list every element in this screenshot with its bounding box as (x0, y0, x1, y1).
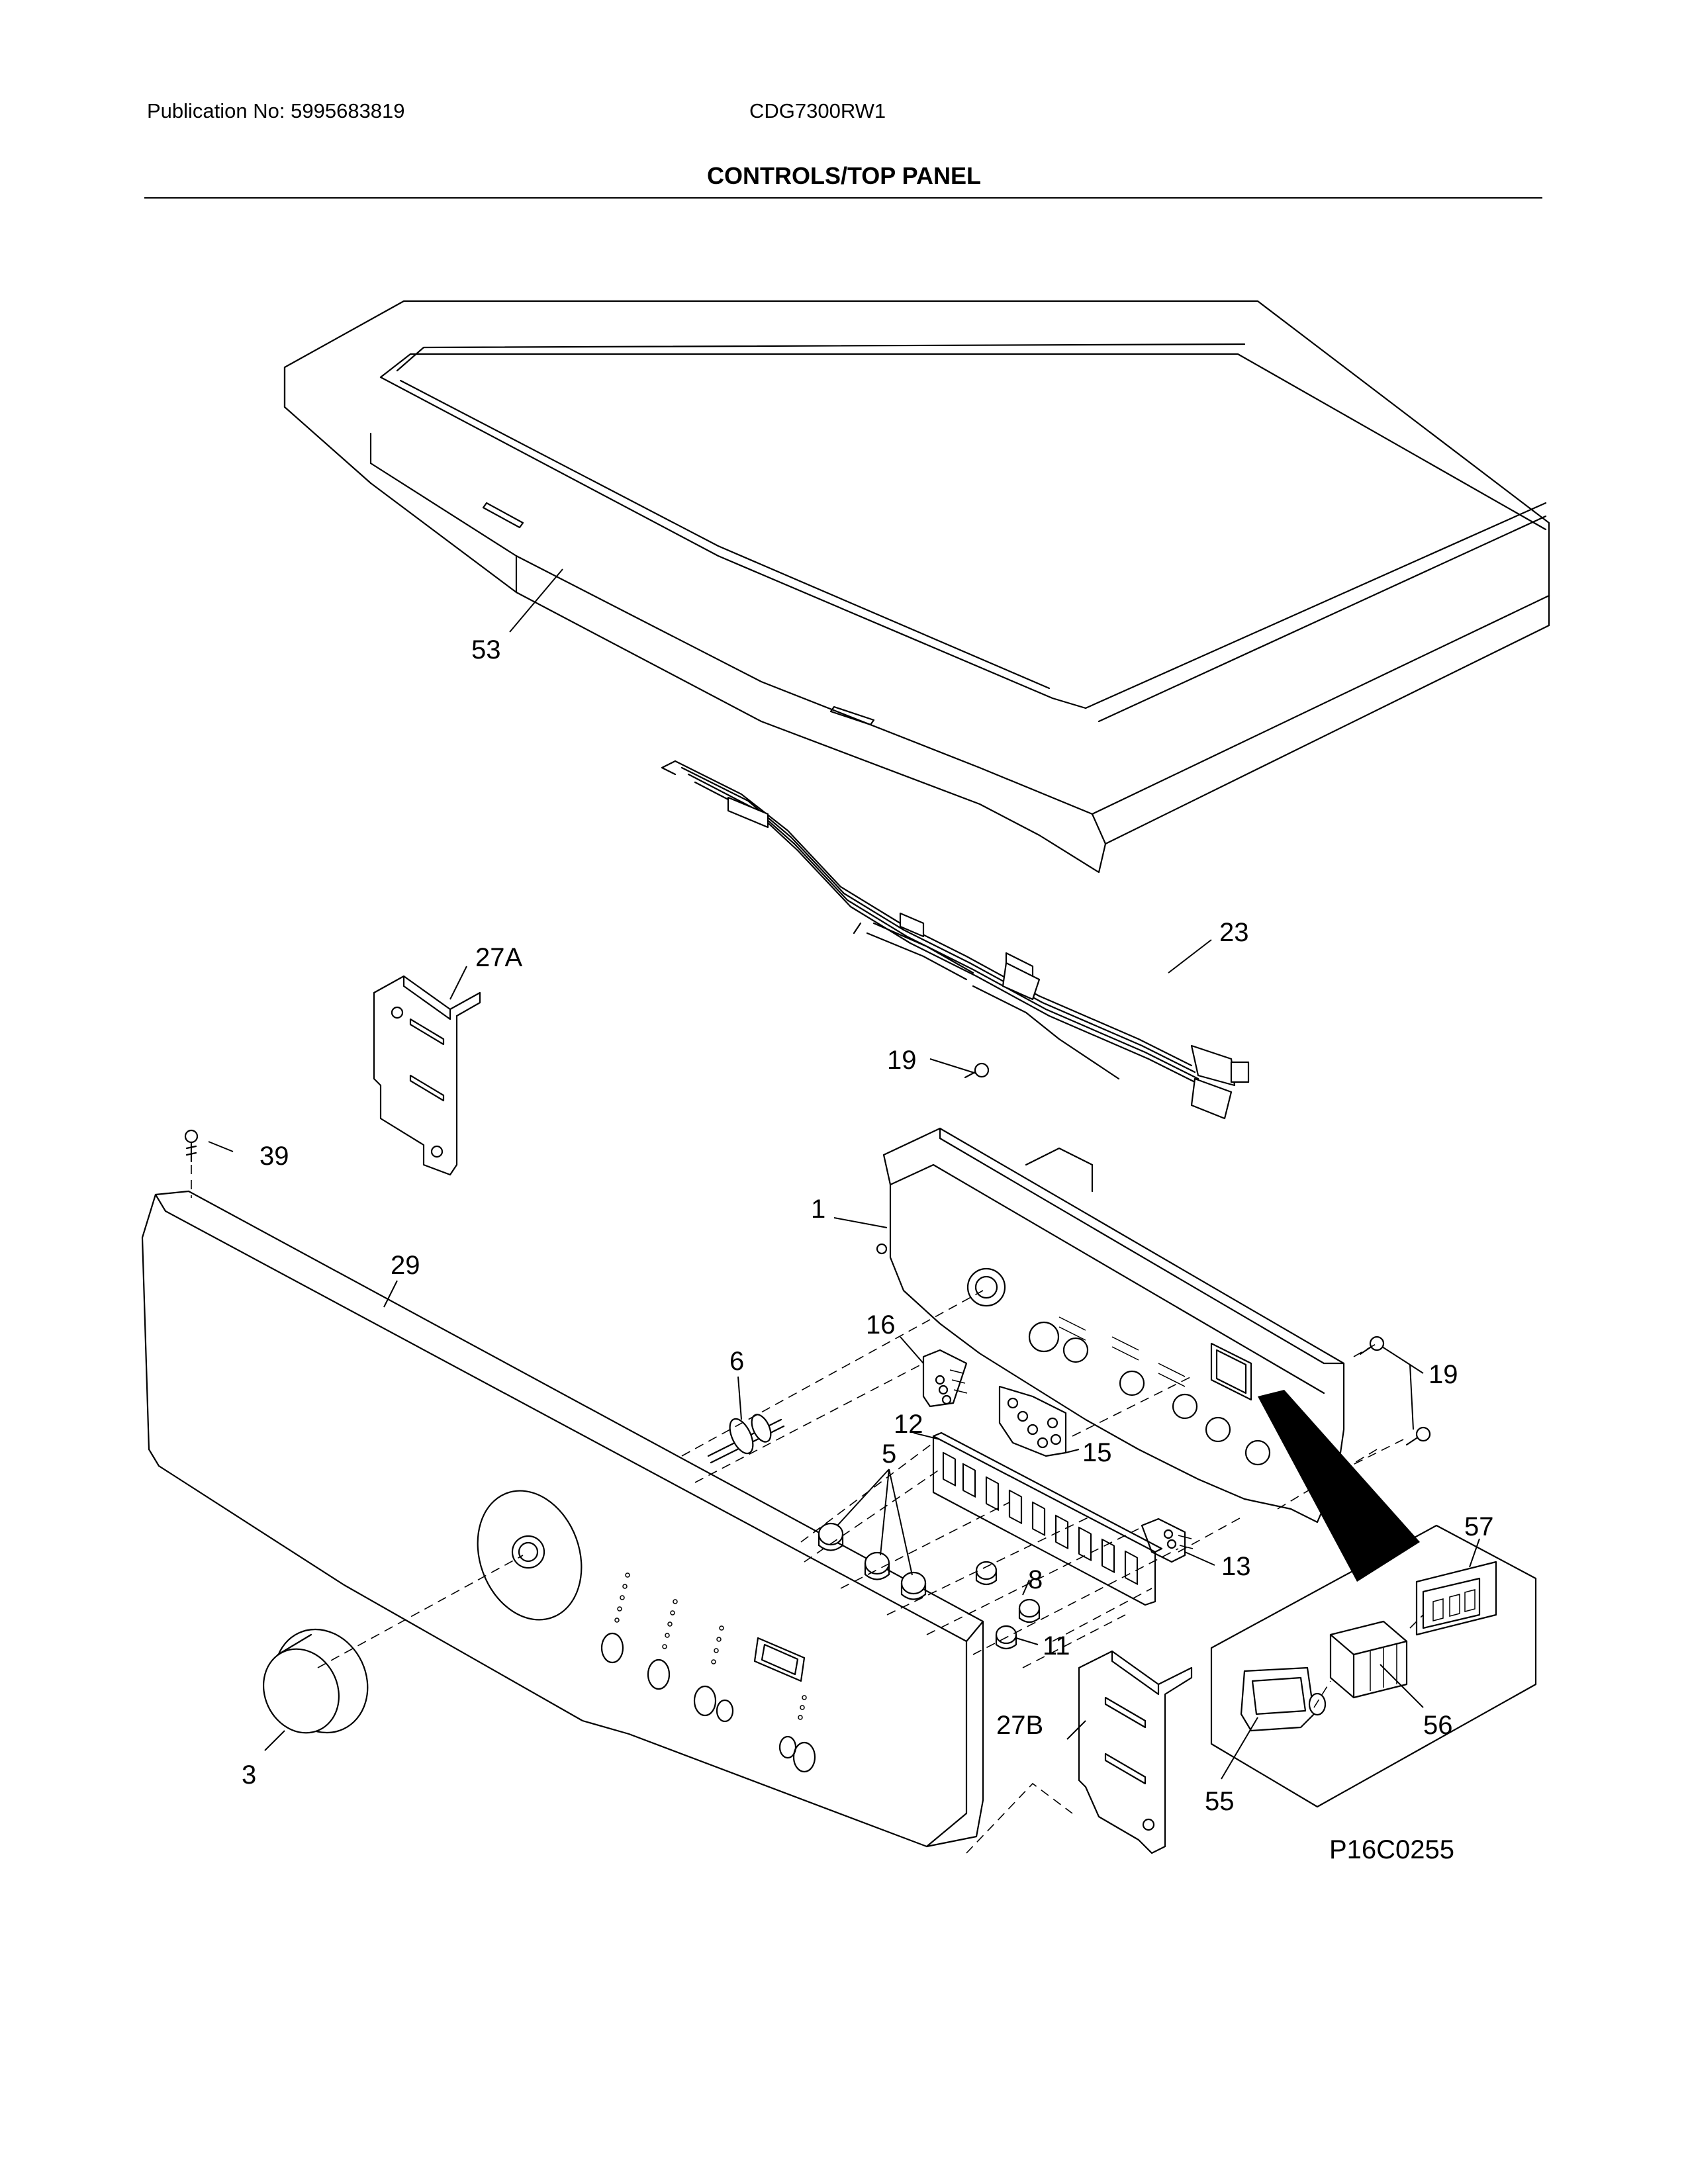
callout-11: 11 (1043, 1631, 1070, 1661)
button-bezel-part (932, 1432, 1163, 1606)
led-holder-16-part (922, 1349, 968, 1408)
wire-harness-part (661, 760, 1250, 1120)
callout-19-top: 19 (887, 1046, 917, 1075)
button-8-part (975, 1561, 1041, 1623)
callout-5: 5 (882, 1439, 896, 1469)
callout-23: 23 (1219, 918, 1249, 947)
callout-16: 16 (866, 1310, 896, 1340)
diagram-code: P16C0255 (1329, 1835, 1454, 1864)
bracket-27b-part (1078, 1650, 1193, 1854)
button-11-part (995, 1625, 1017, 1650)
callout-6: 6 (729, 1347, 744, 1376)
button-5-parts (818, 1522, 927, 1600)
callout-55: 55 (1205, 1787, 1235, 1816)
callout-1: 1 (811, 1195, 825, 1224)
publication-number: Publication No: 5995683819 (147, 99, 405, 122)
leader-lines (208, 569, 1480, 1780)
callout-12: 12 (894, 1410, 923, 1439)
callout-labels: 53 23 27A 19 39 1 29 16 6 19 12 15 5 57 … (242, 635, 1494, 1864)
callout-8: 8 (1028, 1565, 1043, 1594)
screw-39-part (184, 1129, 199, 1198)
header-rule (144, 197, 1542, 199)
knob-part (262, 1628, 369, 1734)
callout-19-right: 19 (1429, 1360, 1458, 1389)
callout-27b: 27B (996, 1711, 1043, 1740)
control-board-part (876, 1127, 1345, 1524)
callout-3: 3 (242, 1760, 256, 1790)
callout-39: 39 (259, 1142, 289, 1171)
bracket-27a-part (373, 975, 481, 1176)
callout-53: 53 (471, 635, 501, 664)
screw-19-right-part (1359, 1336, 1431, 1446)
display-detail-inset (1210, 1390, 1537, 1808)
shaft-part (707, 1414, 785, 1464)
callout-13: 13 (1221, 1552, 1251, 1581)
callout-15: 15 (1082, 1438, 1112, 1467)
led-holder-13-part (1141, 1518, 1194, 1563)
callout-29: 29 (391, 1251, 420, 1280)
led-holder-15-part (998, 1385, 1067, 1457)
model-number: CDG7300RW1 (749, 99, 886, 122)
section-title: CONTROLS/TOP PANEL (706, 162, 982, 189)
top-panel-part (283, 300, 1550, 874)
callout-56: 56 (1423, 1711, 1453, 1740)
console-part (141, 1190, 984, 1848)
callout-57: 57 (1464, 1512, 1494, 1541)
callout-27a: 27A (475, 943, 522, 972)
